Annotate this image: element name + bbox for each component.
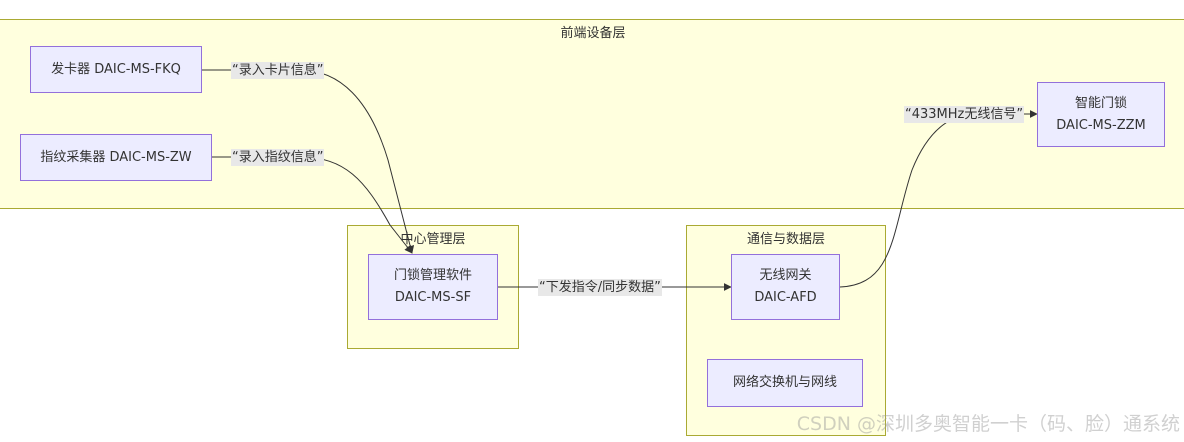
- node-label: 指纹采集器 DAIC-MS-ZW: [40, 149, 192, 165]
- edge-label-fingerprint-info: “录入指纹信息”: [231, 149, 325, 166]
- node-label-line-1: 门锁管理软件: [393, 268, 472, 283]
- node-card-issuer: 发卡器 DAIC-MS-FKQ: [30, 46, 202, 93]
- watermark: CSDN @深圳多奥智能一卡（码、脸）通系统: [796, 413, 1180, 435]
- edge-label-card-info: “录入卡片信息”: [231, 62, 325, 79]
- cluster-title: 前端设备层: [560, 26, 626, 41]
- edge-label-command-sync: “下发指令/同步数据”: [538, 279, 662, 296]
- node-smart-lock: 智能门锁 DAIC-MS-ZZM: [1037, 82, 1165, 147]
- node-label-line-2: DAIC-MS-ZZM: [1056, 117, 1146, 133]
- node-fingerprint-collector: 指纹采集器 DAIC-MS-ZW: [20, 134, 212, 181]
- edge-fingerprint-to-software: [212, 156, 413, 254]
- node-label-line-1: 无线网关: [759, 268, 812, 283]
- node-label-line-2: DAIC-MS-SF: [394, 290, 472, 305]
- cluster-title: 中心管理层: [400, 232, 466, 247]
- node-label-line-2: DAIC-AFD: [754, 290, 817, 305]
- node-network-switch: 网络交换机与网线: [707, 359, 863, 407]
- node-label-line-1: 智能门锁: [1074, 95, 1127, 111]
- node-label: 网络交换机与网线: [732, 375, 837, 390]
- node-wireless-gateway: 无线网关 DAIC-AFD: [731, 254, 840, 320]
- node-lock-management-software: 门锁管理软件 DAIC-MS-SF: [368, 254, 498, 320]
- cluster-title: 通信与数据层: [746, 232, 825, 247]
- edge-gateway-to-lock: [839, 110, 1038, 288]
- node-label: 发卡器 DAIC-MS-FKQ: [51, 61, 181, 77]
- edge-label-wireless-signal: “433MHz无线信号”: [904, 106, 1025, 123]
